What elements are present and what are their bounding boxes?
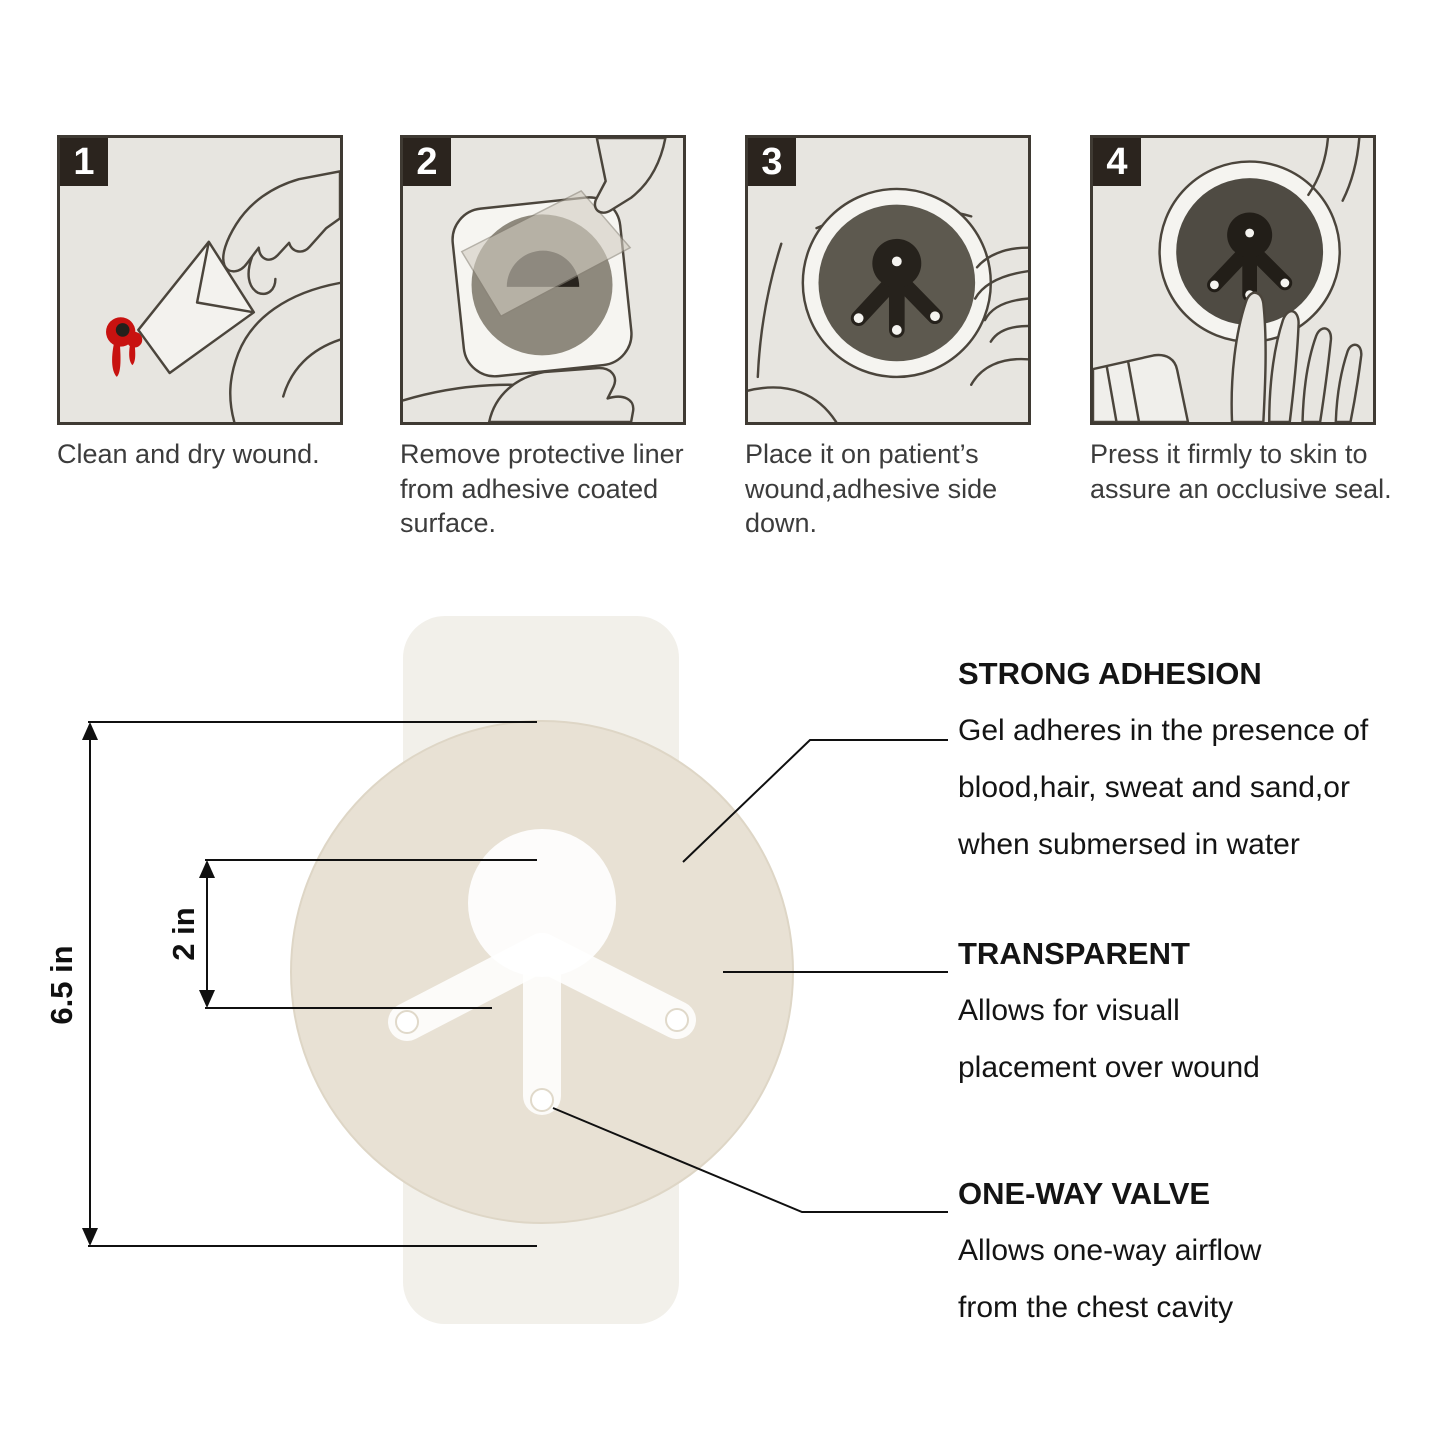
feature-line: blood,hair, sweat and sand,or bbox=[958, 770, 1350, 804]
dimension-valve-arrows bbox=[199, 860, 215, 1008]
step-2-illustration bbox=[403, 138, 667, 422]
step-1-panel: 1 bbox=[57, 135, 343, 425]
step-4-caption: Press it firmly to skin to assure an occ… bbox=[1090, 439, 1392, 504]
step-2-caption: Remove protective liner from adhesive co… bbox=[400, 439, 684, 539]
step-2: 2 Remove protective liner from adhesive … bbox=[400, 135, 722, 541]
step-3-panel: 3 bbox=[745, 135, 1031, 425]
body-outline bbox=[229, 281, 340, 422]
step-1-number: 1 bbox=[73, 141, 95, 183]
callout-line-valve bbox=[552, 1107, 948, 1213]
step-3-number-badge: 3 bbox=[748, 138, 796, 186]
step-2-number-badge: 2 bbox=[403, 138, 451, 186]
callout-lines bbox=[552, 739, 948, 1213]
feature-transparent: TRANSPARENT Allows for visuall placement… bbox=[958, 925, 1260, 1096]
dimension-valve-label: 2 in bbox=[166, 907, 201, 960]
hand-holding-patch bbox=[487, 366, 635, 422]
valve-hub bbox=[468, 829, 616, 977]
feature-line: from the chest cavity bbox=[958, 1290, 1234, 1324]
feature-title: STRONG ADHESION bbox=[958, 655, 1262, 691]
step-3: 3 Place it on patient’s wound,adhesive s… bbox=[745, 135, 1031, 541]
protective-liner bbox=[460, 189, 632, 318]
step-4-illustration bbox=[1093, 138, 1363, 422]
dimension-height-label: 6.5 in bbox=[44, 945, 79, 1024]
feature-one-way-valve: ONE-WAY VALVE Allows one-way airflow fro… bbox=[958, 1165, 1261, 1336]
feature-line: placement over wound bbox=[958, 1050, 1260, 1084]
callout-line-adhesion bbox=[682, 739, 948, 863]
dimension-height-arrows bbox=[82, 722, 98, 1246]
step-1-illustration bbox=[106, 170, 340, 422]
step-1-caption: Clean and dry wound. bbox=[57, 439, 320, 469]
feature-line: when submersed in water bbox=[958, 827, 1300, 861]
wound-dot bbox=[115, 323, 130, 337]
hand-placing bbox=[973, 246, 1028, 343]
step-2-panel: 2 bbox=[400, 135, 686, 425]
step-2-number: 2 bbox=[416, 141, 438, 183]
valve-vent-dots bbox=[853, 256, 940, 335]
feature-title: ONE-WAY VALVE bbox=[958, 1175, 1211, 1211]
feature-line: Gel adheres in the presence of bbox=[958, 713, 1369, 747]
step-4-number: 4 bbox=[1106, 141, 1128, 183]
step-4-panel: 4 bbox=[1090, 135, 1376, 425]
glove-cuff bbox=[1093, 353, 1190, 422]
dimension-valve-lines bbox=[205, 859, 537, 1009]
feature-title: TRANSPARENT bbox=[958, 935, 1190, 971]
step-1: 1 Clean and dry wound. bbox=[57, 135, 347, 472]
valve-vent-dots bbox=[395, 1008, 689, 1112]
pressing-fingers bbox=[1230, 291, 1363, 422]
feature-strong-adhesion: STRONG ADHESION Gel adheres in the prese… bbox=[958, 645, 1368, 873]
one-way-valve-shape bbox=[388, 829, 696, 1115]
hand-outline-top bbox=[1307, 138, 1361, 202]
step-3-caption: Place it on patient’s wound,adhesive sid… bbox=[745, 439, 998, 539]
step-4-number-badge: 4 bbox=[1093, 138, 1141, 186]
gauze-wipe bbox=[137, 240, 256, 375]
step-3-number: 3 bbox=[761, 141, 783, 183]
hand-peeling-liner bbox=[593, 138, 667, 214]
step-1-number-badge: 1 bbox=[60, 138, 108, 186]
step-4: 4 Press it firmly to skin to assure an o… bbox=[1090, 135, 1420, 506]
blood-splat bbox=[106, 317, 143, 377]
feature-line: Allows for visuall bbox=[958, 993, 1180, 1027]
hand-holding-wipe bbox=[222, 170, 340, 295]
feature-line: Allows one-way airflow bbox=[958, 1233, 1262, 1267]
dimension-height-lines bbox=[88, 721, 537, 1247]
step-3-illustration bbox=[748, 187, 1028, 422]
